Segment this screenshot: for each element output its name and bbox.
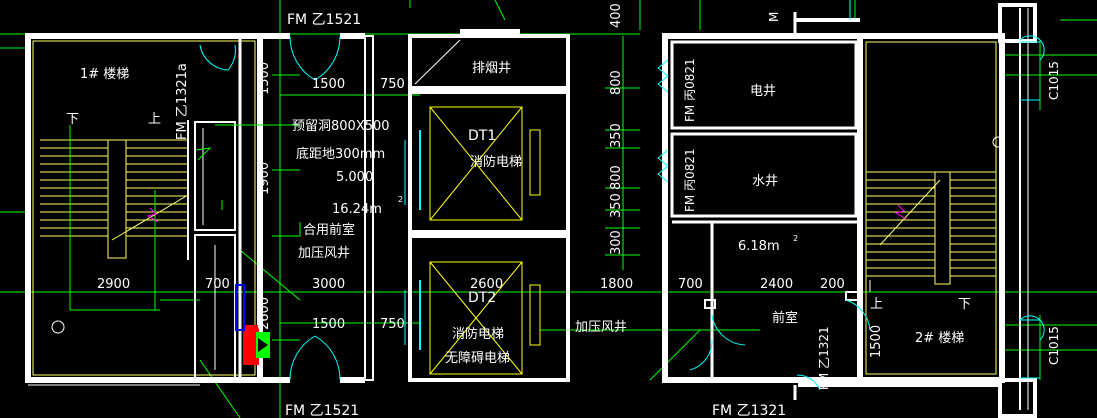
dim-700-right: 700	[678, 277, 703, 292]
door-swings	[199, 0, 1045, 391]
stair-2-label: 2# 楼梯	[915, 331, 964, 346]
dt2-name: 消防电梯	[452, 326, 504, 342]
door-water-label: FM 丙0821	[683, 148, 697, 212]
elevator-dt1	[429, 106, 541, 221]
level-label: 5.000	[336, 170, 373, 185]
water-shaft-label: 水井	[752, 174, 778, 189]
dim-1800: 1800	[600, 277, 633, 292]
smoke-shaft-diagonal	[414, 39, 461, 85]
dim-2600-vertical: 2600	[257, 297, 272, 330]
area-2-label: 6.18m	[738, 239, 780, 254]
blue-shaft-marker	[235, 284, 245, 331]
dt1-name: 消防电梯	[470, 154, 522, 170]
shared-lobby-label: 合用前室	[303, 222, 355, 238]
dim-2400: 2400	[760, 277, 793, 292]
dim-2900: 2900	[97, 277, 130, 292]
area-2-superscript: 2	[793, 234, 798, 243]
elevator-dt2	[429, 261, 541, 375]
door-label-bottom-right: FM 乙1321	[712, 403, 786, 418]
dim-300-vertical: 300	[609, 230, 624, 255]
dim-350-vertical-b: 350	[609, 193, 624, 218]
dimension-texts: 1500 750 1500 1900 2900 700 3000 2600 15…	[97, 3, 884, 358]
arrow-icon	[258, 338, 268, 352]
dim-1900-vertical: 1900	[257, 162, 272, 195]
door-label-right-vertical: FM 乙1321	[817, 326, 831, 390]
stair-2	[857, 3, 1037, 418]
left-block-walls	[25, 29, 570, 386]
dt2-label: DT2	[468, 290, 496, 306]
dim-1500-right-vertical: 1500	[869, 325, 884, 358]
dim-800-vertical-b: 800	[609, 165, 624, 190]
dim-3000: 3000	[312, 277, 345, 292]
text-labels: FM 乙1521 FM 乙1521 FM 乙1321 FM 乙1321a FM …	[66, 12, 1061, 418]
down-label-1: 下	[66, 112, 79, 127]
elec-shaft-label: 电井	[750, 84, 776, 99]
dim-750-bottom: 750	[380, 317, 405, 332]
dt2-name-2: 无障碍电梯	[445, 351, 510, 366]
up-label-2: 上	[870, 297, 883, 312]
dim-800-vertical-a: 800	[609, 70, 624, 95]
window-label-top: C1015	[1047, 61, 1061, 100]
dim-400-vertical: 400	[609, 3, 624, 28]
dim-2600-elevator: 2600	[470, 277, 503, 292]
dim-350-vertical-a: 350	[609, 123, 624, 148]
dim-1500-top: 1500	[312, 77, 345, 92]
door-label-left-vertical: FM 乙1321a	[175, 63, 190, 140]
smoke-shaft-label: 排烟井	[472, 61, 511, 76]
red-equipment-marker	[243, 325, 259, 365]
right-block-walls	[662, 12, 1000, 400]
door-label-bottom: FM 乙1521	[285, 403, 359, 418]
area-1-label: 16.24m	[332, 202, 382, 217]
pressure-shaft-label-2: 加压风井	[575, 320, 627, 335]
window-label-bottom: C1015	[1047, 326, 1061, 365]
door-elec-label: FM 丙0821	[683, 58, 697, 122]
dim-1500-bottom: 1500	[312, 317, 345, 332]
hole-height-label: 底距地300mm	[296, 146, 385, 162]
lobby-2-label: 前室	[772, 310, 798, 326]
dim-750-top: 750	[380, 77, 405, 92]
up-label-1: 上	[148, 112, 161, 127]
dim-1500-vertical: 1500	[257, 62, 272, 95]
window-ticks	[1020, 41, 1040, 379]
stair-1-label: 1# 楼梯	[80, 67, 129, 82]
reserve-hole-label: 预留洞800X500	[292, 119, 390, 134]
stair-1	[40, 125, 189, 334]
dt1-label: DT1	[468, 128, 496, 144]
pressure-shaft-label: 加压风井	[298, 246, 350, 261]
door-label-top: FM 乙1521	[287, 12, 361, 28]
dim-700-left: 700	[205, 277, 230, 292]
area-1-superscript: 2	[398, 195, 403, 204]
down-label-2: 下	[958, 297, 971, 312]
dim-200: 200	[820, 277, 845, 292]
m-label-top: M	[767, 12, 781, 22]
